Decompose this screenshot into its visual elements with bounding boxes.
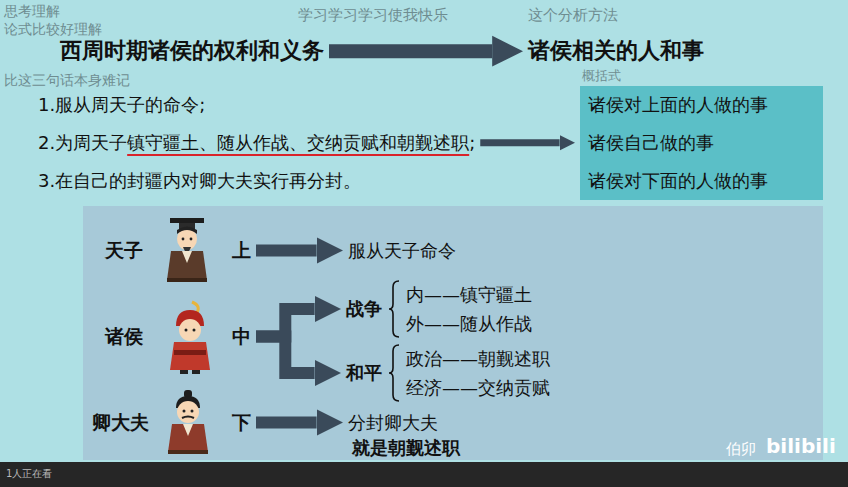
viewer-count: 1人正在看	[6, 468, 52, 480]
watermark: bilibili	[766, 434, 836, 458]
summary-box: 诸侯自己做的事	[580, 124, 823, 162]
watermark: 伯卯	[726, 440, 756, 458]
node-text: 2.为周天子镇守疆土、随从作战、交纳贡赋和朝觐述职;	[38, 132, 475, 154]
node-text: 西周时期诸侯的权利和义务	[60, 38, 324, 64]
connector-arrow	[256, 336, 315, 373]
node-text: 下	[232, 411, 251, 434]
subtitle: 就是朝觐述职	[352, 437, 460, 459]
list-item: 2.为周天子镇守疆土、随从作战、交纳贡赋和朝觐述职;	[38, 132, 475, 154]
emperor-figure	[167, 218, 207, 282]
rank-marker: 中	[232, 325, 251, 348]
rank-marker: 下	[232, 411, 251, 434]
node-text: 诸侯相关的人和事	[528, 38, 704, 64]
rank-name: 诸侯	[105, 325, 143, 348]
list-item: 3.在自己的封疆内对卿大夫实行再分封。	[38, 170, 361, 192]
group-heading: 战争	[346, 298, 382, 320]
duty-text: 分封卿大夫	[348, 412, 438, 434]
overlay-note: 思考理解	[4, 3, 60, 20]
node-text: 分封卿大夫	[348, 412, 438, 434]
group-item: 经济——交纳贡赋	[406, 373, 550, 402]
lord-figure	[170, 302, 210, 374]
node-text: 诸侯对上面的人做的事	[588, 94, 768, 116]
summary-box: 诸侯对上面的人做的事	[580, 86, 823, 124]
heading-box: 西周时期诸侯的权利和义务	[60, 38, 324, 64]
overlay-note: 这个分析方法	[528, 6, 618, 24]
rank-name: 天子	[105, 239, 143, 262]
group-item: 外——随从作战	[406, 309, 532, 338]
connector-arrow	[256, 416, 317, 428]
overlay-note: 论式比较好理解	[4, 21, 102, 38]
node-text: 3.在自己的封疆内对卿大夫实行再分封。	[38, 170, 361, 192]
connector-arrow	[256, 244, 317, 256]
overlay-note: 学习学习学习使我快乐	[298, 6, 448, 24]
node-text: 中	[232, 325, 251, 348]
summary-box: 诸侯对下面的人做的事	[580, 162, 823, 200]
brace-line	[389, 281, 399, 337]
red-underline	[127, 154, 469, 156]
node-text: 上	[232, 239, 251, 262]
duty-group: 战争 内——镇守疆土外——随从作战	[346, 280, 532, 338]
node-text: 服从天子命令	[348, 240, 456, 262]
lower-panel	[83, 206, 823, 460]
brace	[388, 344, 400, 402]
duty-group: 和平 政治——朝觐述职经济——交纳贡赋	[346, 344, 550, 402]
slide-ground	[0, 0, 848, 462]
minister-figure	[168, 390, 208, 454]
brace	[388, 280, 400, 338]
node-text: 1.服从周天子的命令;	[38, 94, 205, 116]
duty-text: 服从天子命令	[348, 240, 456, 262]
node-text: 诸侯自己做的事	[588, 132, 714, 154]
overlay-note: 概括式	[582, 68, 621, 84]
bottom-bar	[0, 462, 848, 487]
list-item: 1.服从周天子的命令;	[38, 94, 205, 116]
group-heading: 和平	[346, 362, 382, 384]
group-item: 政治——朝觐述职	[406, 344, 550, 373]
rank-marker: 上	[232, 239, 251, 262]
overlay-note: 比这三句话本身难记	[4, 72, 130, 89]
group-item: 内——镇守疆土	[406, 280, 532, 309]
connector-arrow	[480, 139, 559, 146]
connector-arrow	[329, 44, 492, 58]
rank-name: 卿大夫	[92, 411, 149, 434]
brace-line	[389, 345, 399, 401]
node-text: 诸侯对下面的人做的事	[588, 170, 768, 192]
heading-box: 诸侯相关的人和事	[528, 38, 704, 64]
